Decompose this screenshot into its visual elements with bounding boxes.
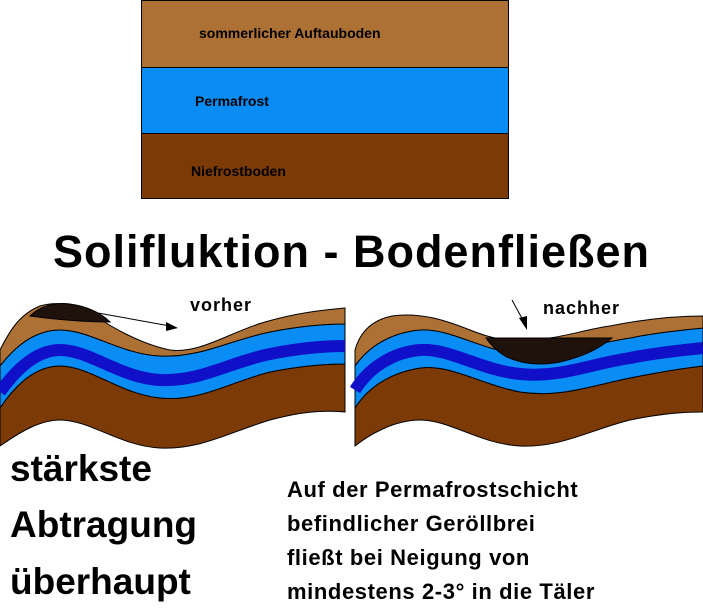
description-line-1: Auf der Permafrostschicht (287, 477, 579, 502)
after-arrowhead (519, 316, 527, 330)
legend-layer-thaw-soil: sommerlicher Auftauboden (142, 1, 508, 68)
panel-before (0, 303, 346, 449)
description-line-4: mindestens 2-3° in die Täler (287, 579, 596, 604)
cross-section-illustration (0, 299, 703, 449)
description-line-3: fließt bei Neigung von (287, 545, 530, 570)
legend-layer-permafrost: Permafrost (142, 68, 508, 134)
legend-label-thaw-soil: sommerlicher Auftauboden (199, 25, 381, 41)
left-text-line-3: überhaupt (10, 561, 191, 602)
description-block: Auf der Permafrostschicht befindlicher G… (287, 473, 595, 609)
after-permafrost-core (349, 342, 703, 394)
panel-after (349, 299, 703, 448)
diagram-title: Solifluktion - Bodenfließen (53, 226, 650, 277)
before-arrow (97, 312, 171, 327)
after-label: nachher (543, 298, 621, 318)
legend-label-never-frozen: Niefrostboden (191, 163, 286, 179)
before-label: vorher (190, 295, 253, 315)
description-line-2: befindlicher Geröllbrei (287, 511, 536, 536)
after-debris-pile (485, 337, 614, 365)
left-text-line-1: stärkste (10, 448, 152, 489)
before-arrowhead (166, 322, 178, 331)
before-permafrost-core (0, 340, 346, 396)
legend-label-permafrost: Permafrost (195, 93, 269, 109)
left-text-line-2: Abtragung (10, 504, 198, 545)
before-debris-cap (28, 303, 112, 323)
layer-legend: sommerlicher Auftauboden Permafrost Nief… (141, 0, 509, 199)
legend-layer-never-frozen: Niefrostboden (142, 134, 508, 198)
